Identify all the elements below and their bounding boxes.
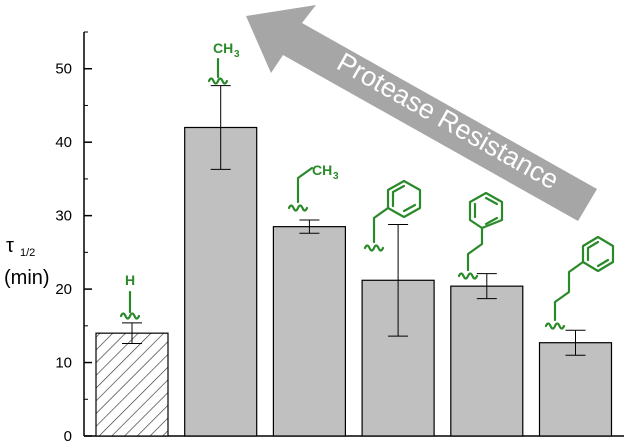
substituent-hydrogen: H xyxy=(119,272,141,320)
ring-inner-bonds xyxy=(391,184,417,213)
benzene-ring xyxy=(468,191,504,230)
ring-inner-bonds xyxy=(586,240,610,268)
arrow-shape xyxy=(246,5,597,221)
y-tick-label: 10 xyxy=(55,355,72,372)
y-axis-label-subscript: 1/2 xyxy=(20,247,35,259)
y-tick-label: 20 xyxy=(55,281,72,298)
squiggle-attachment xyxy=(363,244,385,252)
ethyl-subscript: 3 xyxy=(333,171,339,182)
substituent-ethyl: CH 3 xyxy=(287,162,339,212)
y-tick-label: 40 xyxy=(55,134,72,151)
squiggle-attachment xyxy=(544,322,566,330)
arrow-label: Protease Resistance xyxy=(332,47,564,195)
methyl-label: CH xyxy=(213,40,233,56)
methyl-subscript: 3 xyxy=(234,49,240,60)
bond-line xyxy=(296,166,314,204)
bar-phenethyl xyxy=(450,285,524,437)
bond-line xyxy=(466,226,484,272)
bond-line xyxy=(553,260,585,322)
y-axis-title: τ 1/2 (min) xyxy=(4,235,50,289)
squiggle-attachment xyxy=(287,204,309,212)
y-tick-label: 50 xyxy=(55,61,72,78)
y-tick-label: 0 xyxy=(64,428,72,445)
hydrogen-label: H xyxy=(125,272,135,288)
bar-ch3 xyxy=(184,126,258,437)
bond-line xyxy=(372,206,390,244)
y-axis-label-unit: (min) xyxy=(4,267,50,289)
substituent-methyl: CH 3 xyxy=(207,40,240,85)
benzene-ring xyxy=(386,179,422,219)
y-tick-label: 30 xyxy=(55,208,72,225)
bar-h xyxy=(95,332,169,437)
bar-ethyl xyxy=(272,226,346,437)
bar-phenylpropyl xyxy=(538,342,613,437)
squiggle-attachment xyxy=(457,272,479,280)
y-axis: 0 10 20 30 40 50 xyxy=(55,31,624,445)
benzene-ring xyxy=(581,235,615,273)
bars-group xyxy=(95,85,613,437)
y-axis-label-tau: τ xyxy=(6,235,14,257)
substituent-phenylpropyl xyxy=(544,235,615,330)
squiggle-attachment xyxy=(207,77,229,85)
ring-inner-bonds xyxy=(473,196,499,226)
substituent-benzyl xyxy=(363,179,422,252)
substituent-phenethyl xyxy=(457,191,504,280)
squiggle-attachment xyxy=(119,312,141,320)
ethyl-label: CH xyxy=(312,162,332,178)
